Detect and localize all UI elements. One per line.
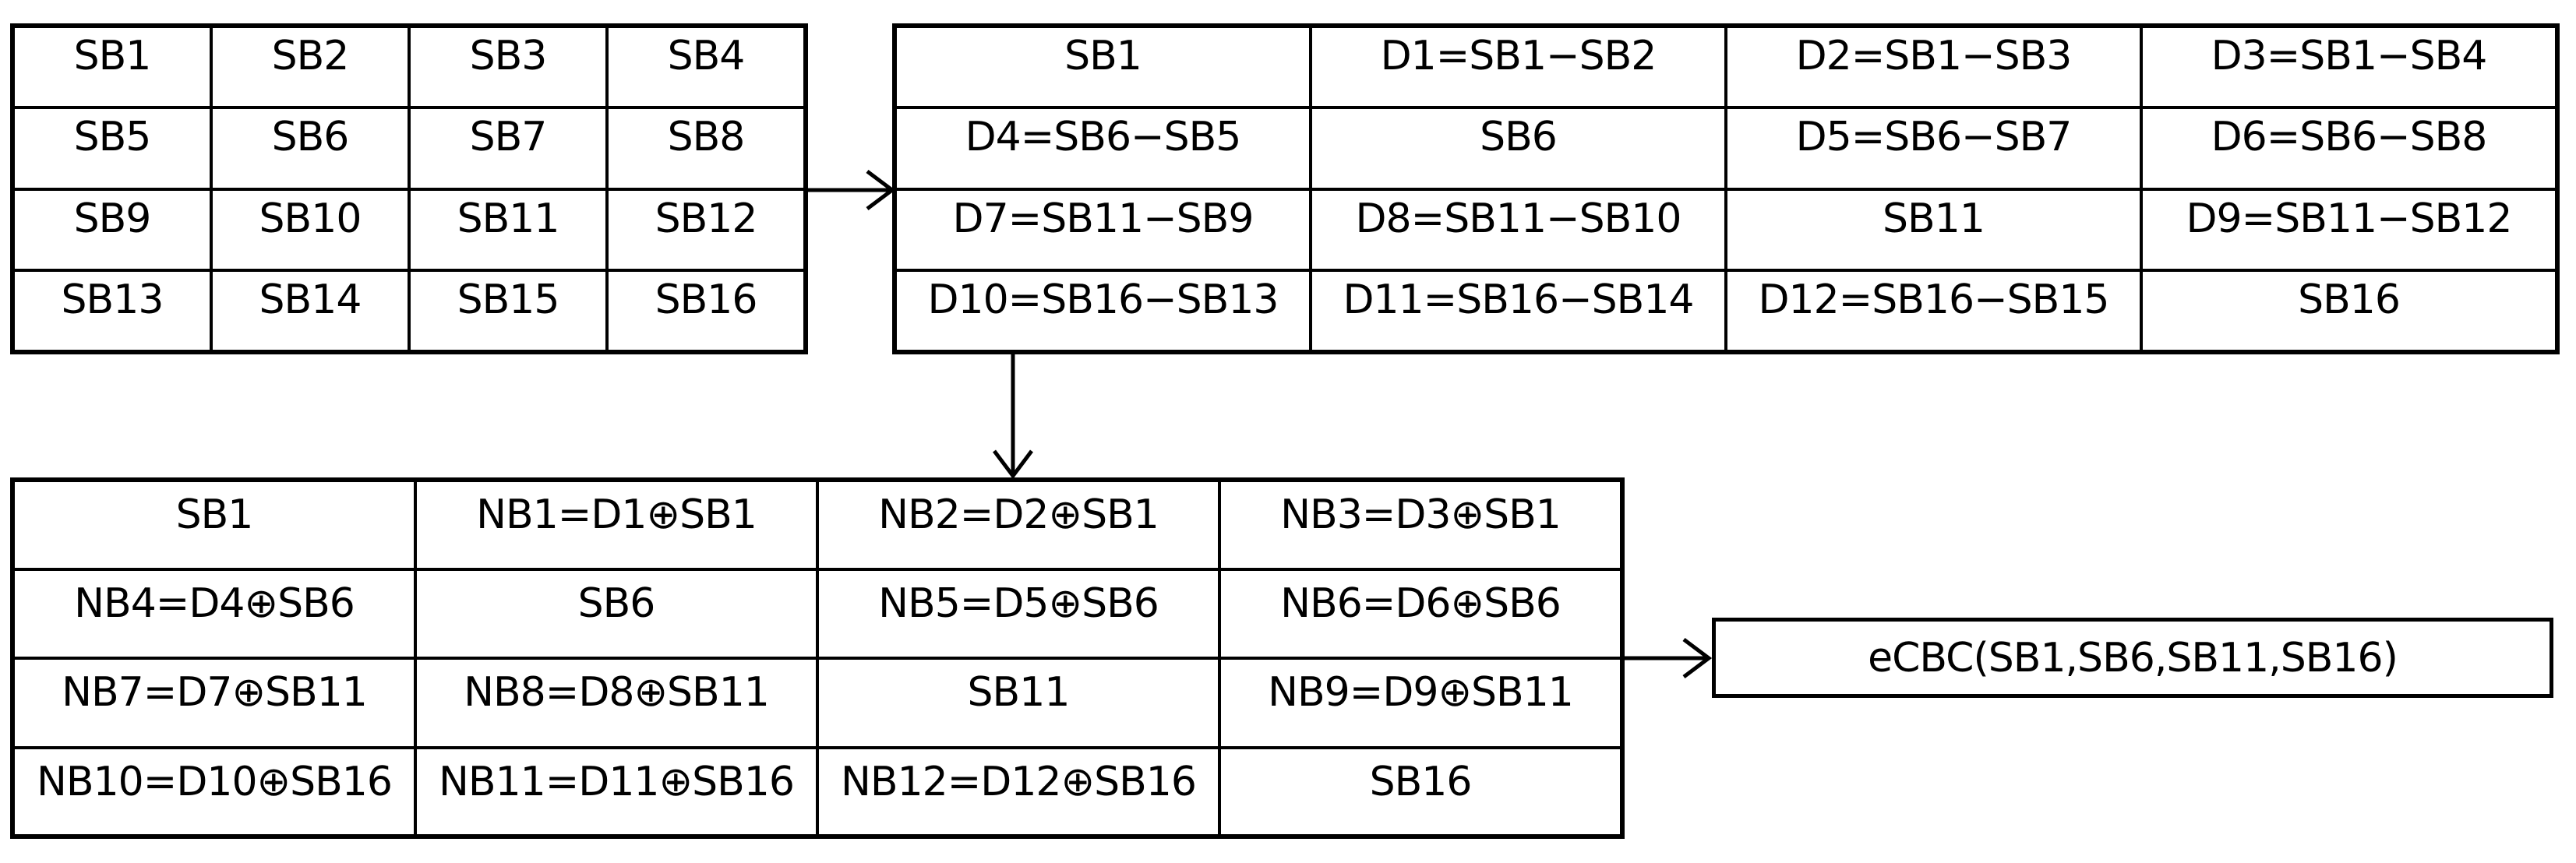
table-cell: D3=SB1−SB4 [2139,24,2560,109]
table-cell: SB5 [11,105,213,191]
ecbc-label: eCBC(SB1,SB6,SB11,SB16) [1868,634,2398,682]
table-cell: D8=SB11−SB10 [1308,187,1727,273]
table-cell: SB16 [605,269,807,354]
table-cell: D1=SB1−SB2 [1308,24,1727,109]
ecbc-output-box: eCBC(SB1,SB6,SB11,SB16) [1712,618,2553,698]
table-cell: NB6=D6⊕SB6 [1217,567,1625,660]
table-cell: NB8=D8⊕SB11 [413,657,819,749]
table-cell: SB11 [407,187,609,273]
table-cell: NB3=D3⊕SB1 [1217,478,1625,571]
table-cell: NB9=D9⊕SB11 [1217,657,1625,749]
table-cell: SB12 [605,187,807,273]
table-cell: D12=SB16−SB15 [1724,269,2143,354]
table-cell: SB14 [209,269,411,354]
table-cell: SB8 [605,105,807,191]
table-cell: D10=SB16−SB13 [893,269,1312,354]
table-cell: D5=SB6−SB7 [1724,105,2143,191]
table-cell: SB11 [1724,187,2143,273]
arrow-down-difference-to-new-icon [993,353,1033,480]
table-cell: D4=SB6−SB5 [893,105,1312,191]
table-cell: SB6 [413,567,819,660]
table-cell: NB1=D1⊕SB1 [413,478,819,571]
table-cell: D11=SB16−SB14 [1308,269,1727,354]
table-cell: SB10 [209,187,411,273]
table-cell: SB1 [11,478,417,571]
table-cell: SB1 [893,24,1312,109]
arrow-right-source-to-difference-icon [805,170,896,210]
table-cell: D9=SB11−SB12 [2139,187,2560,273]
table-cell: D6=SB6−SB8 [2139,105,2560,191]
table-cell: D7=SB11−SB9 [893,187,1312,273]
table-cell: SB16 [2139,269,2560,354]
table-cell: D2=SB1−SB3 [1724,24,2143,109]
arrow-right-new-to-ecbc-icon [1621,638,1713,678]
table-cell: SB6 [209,105,411,191]
table-cell: NB10=D10⊕SB16 [11,745,417,838]
table-cell: SB13 [11,269,213,354]
table-cell: SB16 [1217,745,1625,838]
table-cell: SB2 [209,24,411,109]
table-cell: SB7 [407,105,609,191]
table-cell: SB11 [815,657,1221,749]
table-cell: NB5=D5⊕SB6 [815,567,1221,660]
table-cell: NB7=D7⊕SB11 [11,657,417,749]
table-cell: NB4=D4⊕SB6 [11,567,417,660]
table-cell: NB12=D12⊕SB16 [815,745,1221,838]
table-cell: NB11=D11⊕SB16 [413,745,819,838]
table-cell: SB4 [605,24,807,109]
table-cell: NB2=D2⊕SB1 [815,478,1221,571]
table-cell: SB9 [11,187,213,273]
table-cell: SB3 [407,24,609,109]
table-cell: SB6 [1308,105,1727,191]
table-cell: SB15 [407,269,609,354]
table-cell: SB1 [11,24,213,109]
